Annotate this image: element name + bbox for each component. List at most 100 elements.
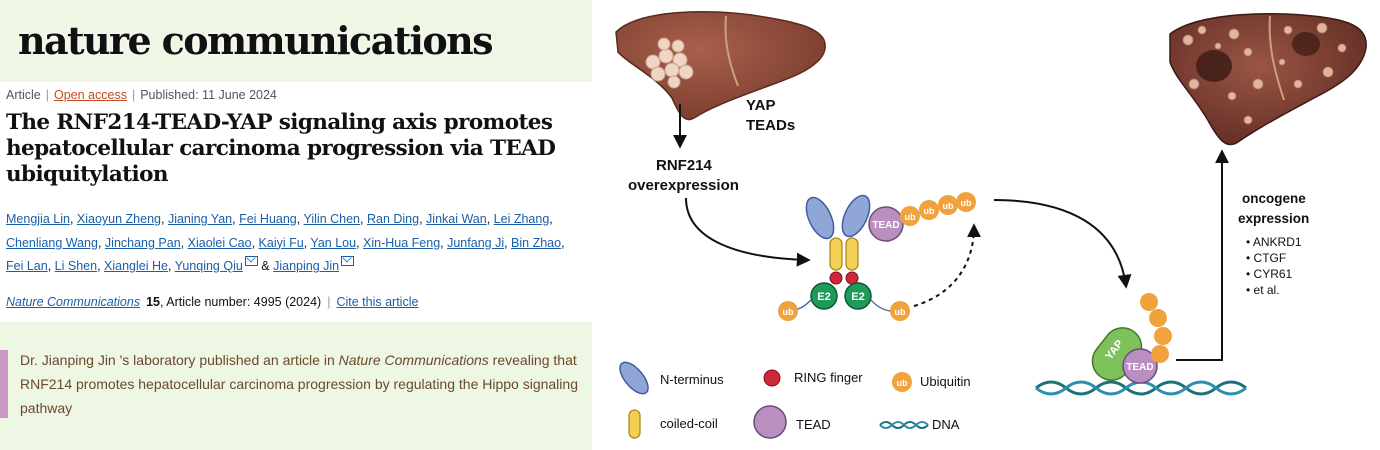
journal-link[interactable]: Nature Communications <box>6 295 141 309</box>
journal-header: nature communications <box>0 0 592 82</box>
overexpression-label: overexpression <box>628 177 739 194</box>
gene-item: • ANKRD1 <box>1246 235 1302 249</box>
oncogene-label: oncogene <box>1242 191 1306 206</box>
ring-finger-right <box>845 271 859 285</box>
legend-dna: DNA <box>932 417 960 432</box>
divider: | <box>131 88 136 102</box>
summary-journal: Nature Communications <box>338 352 489 368</box>
summary-accent-bar <box>0 350 8 418</box>
mechanism-figure: YAP TEADs RNF214 overexpression E2 E2 ub… <box>598 0 1380 450</box>
mail-icon[interactable] <box>341 256 355 266</box>
liver-icon <box>615 10 826 121</box>
author-link[interactable]: Xin-Hua Feng <box>363 235 441 250</box>
ring-finger-icon <box>763 369 781 387</box>
author-link[interactable]: Fei Lan <box>6 259 48 273</box>
legend-ubiquitin: Ubiquitin <box>920 374 971 389</box>
author-link[interactable]: Bin Zhao <box>511 235 562 250</box>
ub-label: ub <box>895 307 906 317</box>
legend-tead: TEAD <box>796 417 831 432</box>
article-type: Article <box>6 88 41 102</box>
coiled-coil-right <box>845 237 859 271</box>
ubiquitin <box>778 301 798 321</box>
expression-label: expression <box>1238 211 1309 226</box>
author-link[interactable]: Yilin Chen <box>303 212 361 226</box>
author-link[interactable]: Xianglei He <box>104 259 168 273</box>
author-link[interactable]: Jianping Jin <box>273 259 340 273</box>
tead-label: TEAD <box>1126 362 1153 373</box>
diseased-liver-icon <box>1169 12 1367 146</box>
ub-label: ub <box>924 206 935 216</box>
author-link[interactable]: Yan Lou <box>310 235 357 250</box>
citation: Nature Communications 15, Article number:… <box>6 295 418 309</box>
tead-protein <box>1122 348 1158 384</box>
ub-label: ub <box>943 201 954 211</box>
author-link[interactable]: Jinkai Wan <box>426 212 487 226</box>
curved-arrow <box>685 197 811 267</box>
article-meta: Article | Open access | Published: 11 June 2… <box>6 88 277 102</box>
author-link[interactable]: Chenliang Wang <box>6 235 98 250</box>
e2-label: E2 <box>851 291 864 303</box>
ub-label: ub <box>961 198 972 208</box>
author-link[interactable]: Xiaoyun Zheng <box>76 212 161 226</box>
ub-label: ub <box>905 212 916 222</box>
teads-label: TEADs <box>746 117 795 134</box>
up-arrow <box>1176 149 1229 361</box>
e2-right <box>844 282 872 310</box>
rnf214-complex: E2 E2 ub ub TEAD ub ub ub ub <box>778 192 981 321</box>
tead-icon <box>753 405 787 439</box>
coiled-coil-icon <box>628 409 641 439</box>
dashed-arrow <box>913 223 981 307</box>
yap-label: YAP <box>746 97 775 114</box>
gene-item: • CTGF <box>1246 251 1286 265</box>
figure-legend: N-terminus RING finger ub Ubiquitin coil… <box>619 361 971 439</box>
ubiquitin-icon <box>892 372 912 392</box>
author-link[interactable]: Kaiyi Fu <box>258 235 304 250</box>
gene-item: • CYR61 <box>1246 267 1293 281</box>
dna-icon <box>1035 380 1247 396</box>
mail-icon[interactable] <box>244 256 258 266</box>
published-date: Published: 11 June 2024 <box>140 88 277 102</box>
author-joiner: & <box>261 259 270 273</box>
rnf214-label: RNF214 <box>656 157 713 174</box>
divider: | <box>45 88 49 102</box>
mechanism-diagram: YAP TEADs RNF214 overexpression E2 E2 ub… <box>615 10 1367 439</box>
author-link[interactable]: Jianing Yan <box>167 212 233 226</box>
curved-arrow <box>993 199 1132 289</box>
legend-coiled-coil: coiled-coil <box>660 416 718 431</box>
n-terminus-left <box>805 196 835 240</box>
author-link[interactable]: Fei Huang <box>239 212 297 226</box>
dna-legend-icon <box>879 421 929 429</box>
author-link[interactable]: Yunqing Qiu <box>174 259 243 273</box>
ub-label: ub <box>783 307 794 317</box>
article-title: The RNF214-TEAD-YAP signaling axis promo… <box>6 110 556 187</box>
journal-logo[interactable]: nature communications <box>18 18 494 63</box>
ring-finger-left <box>829 271 843 285</box>
tead-bubble <box>868 206 904 242</box>
open-access-link[interactable]: Open access <box>53 88 127 102</box>
divider: | <box>327 295 331 309</box>
n-terminus-right <box>841 194 871 238</box>
tumor-cells-icon <box>645 37 694 89</box>
author-link[interactable]: Xiaolei Cao <box>187 235 252 250</box>
author-link[interactable]: Ran Ding <box>366 212 420 226</box>
volume: 15 <box>146 295 160 309</box>
author-link[interactable]: Jinchang Pan <box>104 235 181 250</box>
author-list: Mengjia Lin, Xiaoyun Zheng, Jianing Yan,… <box>6 212 565 273</box>
ubiquitin <box>890 301 910 321</box>
coiled-coil-left <box>829 237 843 271</box>
cite-this-article-link[interactable]: Cite this article <box>336 295 419 309</box>
legend-n-terminus: N-terminus <box>660 372 724 387</box>
legend-ring-finger: RING finger <box>794 370 863 385</box>
summary-text: Dr. Jianping Jin 's laboratory published… <box>20 348 580 420</box>
n-terminus-icon <box>619 361 649 395</box>
author-link[interactable]: Junfang Ji <box>447 235 505 250</box>
author-link[interactable]: Li Shen <box>54 259 98 273</box>
ubiquitin-chain <box>1140 293 1172 363</box>
article-number: , Article number: 4995 (2024) <box>160 295 322 309</box>
summary-box: Dr. Jianping Jin 's laboratory published… <box>0 322 592 450</box>
summary-part1: Dr. Jianping Jin 's laboratory published… <box>20 352 339 368</box>
author-link[interactable]: Mengjia Lin <box>6 212 70 226</box>
e2-label: E2 <box>817 291 830 303</box>
gene-item: • et al. <box>1246 283 1280 297</box>
author-link[interactable]: Lei Zhang <box>493 212 550 226</box>
